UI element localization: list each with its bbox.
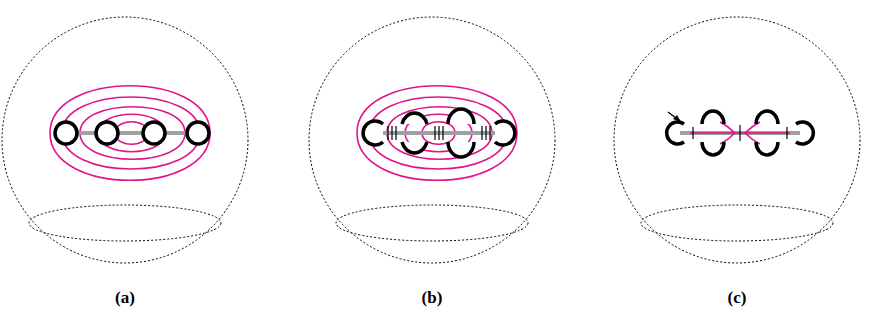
panel-label: (a) xyxy=(115,288,135,308)
chain-c xyxy=(667,111,814,155)
sphere xyxy=(2,17,860,263)
chain-a xyxy=(55,122,209,144)
magenta-curves xyxy=(357,86,517,181)
panel-label: (b) xyxy=(422,288,443,308)
chain-b xyxy=(363,109,515,157)
magenta-curves xyxy=(50,86,210,181)
panel-label: (c) xyxy=(728,288,747,308)
